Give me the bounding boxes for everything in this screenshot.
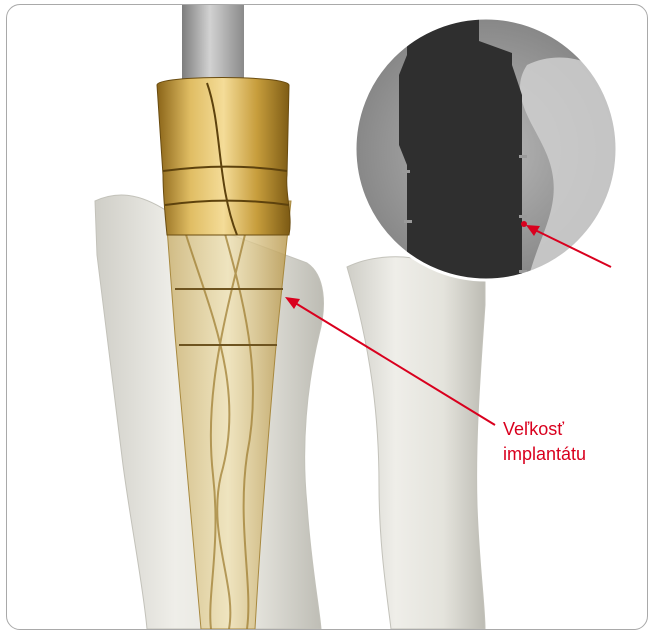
fibula-bone [347, 257, 485, 629]
drive-shaft [182, 5, 244, 85]
gold-collar [157, 78, 290, 236]
xray-implant [399, 11, 522, 285]
implant-size-label-line2: implantátu [503, 442, 586, 466]
implant-illustration [7, 5, 647, 629]
xray-target-point [521, 221, 527, 227]
implant-size-label-line1: Veľkosť [503, 417, 564, 441]
xray-magnifier [347, 11, 627, 291]
illustration-frame: Veľkosť implantátu [6, 4, 648, 630]
